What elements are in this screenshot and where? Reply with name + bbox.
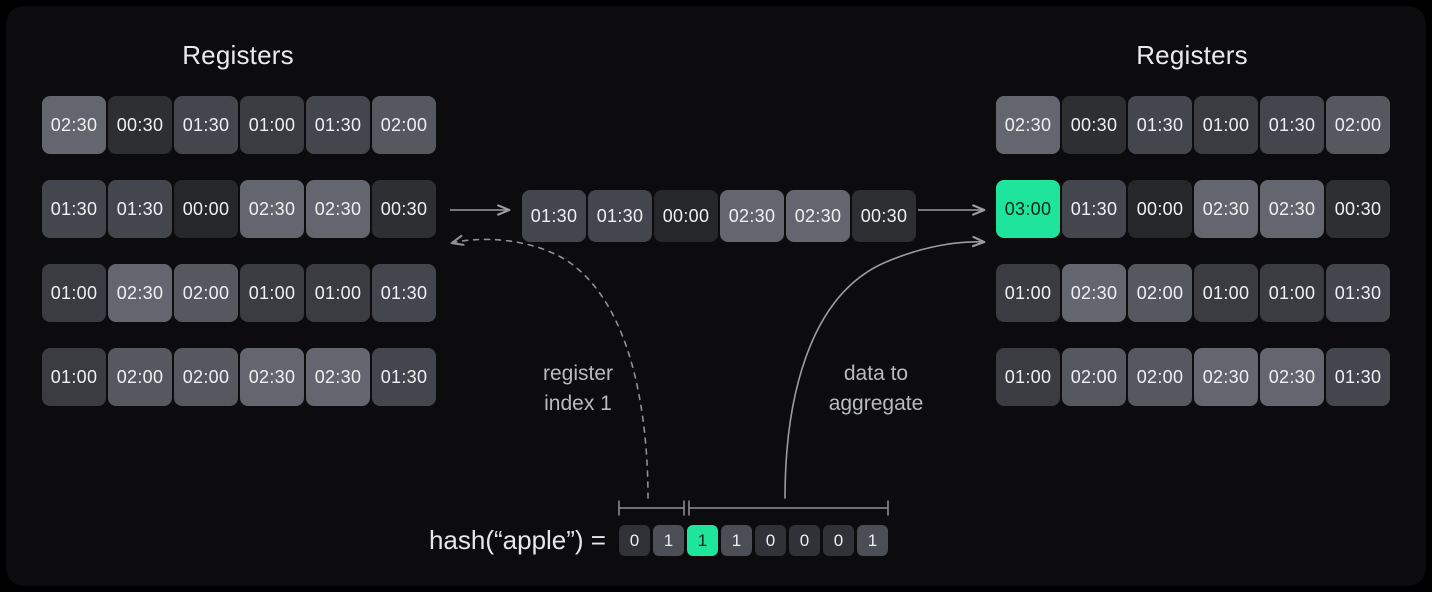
- register-cell: 01:00: [1260, 264, 1324, 322]
- register-cell: 01:30: [306, 96, 370, 154]
- register-cell: 02:00: [1128, 348, 1192, 406]
- register-cell: 00:30: [1062, 96, 1126, 154]
- register-cell: 01:30: [174, 96, 238, 154]
- hash-bit: 1: [653, 525, 684, 556]
- register-cell: 00:30: [1326, 180, 1390, 238]
- register-cell: 01:00: [1194, 96, 1258, 154]
- register-cell: 02:00: [372, 96, 436, 154]
- selected-register-cell: 02:30: [720, 190, 784, 242]
- register-cell: 02:30: [42, 96, 106, 154]
- hash-bit-highlighted: 1: [687, 525, 718, 556]
- register-cell: 01:30: [372, 264, 436, 322]
- hash-expression-label: hash(“apple”) =: [428, 525, 606, 555]
- hash-bit: 0: [619, 525, 650, 556]
- register-cell: 01:00: [240, 96, 304, 154]
- selected-register-cell: 01:30: [522, 190, 586, 242]
- hash-bit: 0: [823, 525, 854, 556]
- register-cell: 02:00: [108, 348, 172, 406]
- register-cell: 00:30: [372, 180, 436, 238]
- register-cell: 01:30: [1260, 96, 1324, 154]
- register-cell: 02:30: [108, 264, 172, 322]
- register-cell: 00:00: [174, 180, 238, 238]
- register-cell: 02:00: [174, 264, 238, 322]
- left-grid-title: Registers: [182, 40, 294, 70]
- register-cell: 01:30: [372, 348, 436, 406]
- selected-register-cell: 02:30: [786, 190, 850, 242]
- selected-register-cell: 01:30: [588, 190, 652, 242]
- register-cell: 02:00: [1326, 96, 1390, 154]
- register-cell: 02:30: [1194, 348, 1258, 406]
- register-cell: 01:30: [1326, 264, 1390, 322]
- hash-bit: 1: [857, 525, 888, 556]
- register-cell: 02:00: [1128, 264, 1192, 322]
- register-cell: 02:00: [1062, 348, 1126, 406]
- register-cell: 01:00: [42, 264, 106, 322]
- register-cell: 02:00: [174, 348, 238, 406]
- annotation-data-to-aggregate: data to aggregate: [828, 362, 924, 415]
- register-cell: 02:30: [240, 180, 304, 238]
- selected-register-cell: 00:00: [654, 190, 718, 242]
- register-cell: 00:00: [1128, 180, 1192, 238]
- register-cell: 00:30: [108, 96, 172, 154]
- register-cell: 02:30: [996, 96, 1060, 154]
- register-cell: 02:30: [1260, 180, 1324, 238]
- register-cell: 01:00: [306, 264, 370, 322]
- register-cell: 01:30: [108, 180, 172, 238]
- register-cell: 01:30: [1326, 348, 1390, 406]
- register-cell: 01:00: [240, 264, 304, 322]
- hash-bit: 0: [789, 525, 820, 556]
- register-cell: 02:30: [1260, 348, 1324, 406]
- register-cell: 01:00: [996, 348, 1060, 406]
- register-cell: 02:30: [1194, 180, 1258, 238]
- register-cell: 01:30: [1062, 180, 1126, 238]
- annotation-register-index: register index 1: [542, 362, 614, 415]
- hash-bit: 0: [755, 525, 786, 556]
- register-cell: 01:00: [42, 348, 106, 406]
- register-cell: 01:00: [1194, 264, 1258, 322]
- register-cell: 02:30: [306, 180, 370, 238]
- hash-bit: 1: [721, 525, 752, 556]
- register-cell: 01:00: [996, 264, 1060, 322]
- register-cell: 02:30: [240, 348, 304, 406]
- hash-bit-bracket: [618, 500, 889, 516]
- selected-register-cell: 00:30: [852, 190, 916, 242]
- register-cell: 02:30: [306, 348, 370, 406]
- register-cell: 01:30: [42, 180, 106, 238]
- register-cell: 01:30: [1128, 96, 1192, 154]
- register-cell-highlighted: 03:00: [996, 180, 1060, 238]
- register-cell: 02:30: [1062, 264, 1126, 322]
- right-grid-title: Registers: [1136, 40, 1248, 70]
